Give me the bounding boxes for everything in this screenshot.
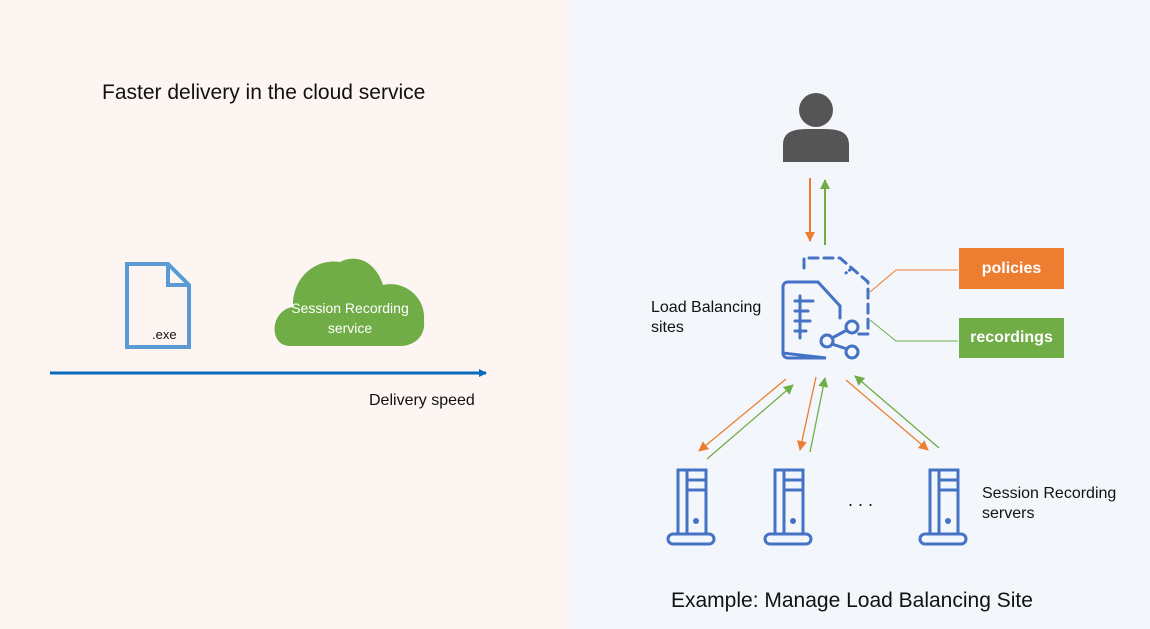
ellipsis: . . . — [848, 490, 874, 510]
arrow-lb-to-server-1 — [698, 378, 787, 452]
load-balancing-site-icon — [781, 256, 870, 360]
arrow-server-1-to-lb — [706, 384, 794, 460]
policies-connector — [869, 269, 958, 293]
policies-box: policies — [959, 248, 1064, 289]
cloud-label-line2: service — [327, 320, 373, 336]
lb-label-line1: Load Balancing — [651, 299, 762, 316]
arrow-lb-to-server-2 — [797, 376, 817, 451]
axis-label: Delivery speed — [369, 392, 475, 409]
cloud-label-line1: Session Recording — [291, 300, 409, 316]
recordings-box: recordings — [959, 318, 1064, 358]
recordings-connector — [869, 319, 958, 342]
exe-label: .exe — [152, 327, 177, 342]
servers-label-line1: Session Recording — [982, 485, 1117, 502]
server-icon — [918, 468, 968, 546]
user-icon — [783, 93, 849, 162]
arrow-lb-to-server-3 — [845, 379, 929, 451]
right-panel — [568, 0, 1150, 629]
server-icon — [666, 468, 716, 546]
lb-label-line2: sites — [651, 319, 684, 336]
right-caption: Example: Manage Load Balancing Site — [671, 589, 1033, 612]
cloud-icon — [274, 258, 425, 346]
arrow-server-3-to-lb — [854, 375, 940, 449]
arrow-server-2-to-lb — [809, 377, 829, 453]
servers-label-line2: servers — [982, 505, 1035, 522]
server-icon — [763, 468, 813, 546]
left-title: Faster delivery in the cloud service — [102, 81, 426, 104]
exe-file-icon — [125, 262, 191, 349]
